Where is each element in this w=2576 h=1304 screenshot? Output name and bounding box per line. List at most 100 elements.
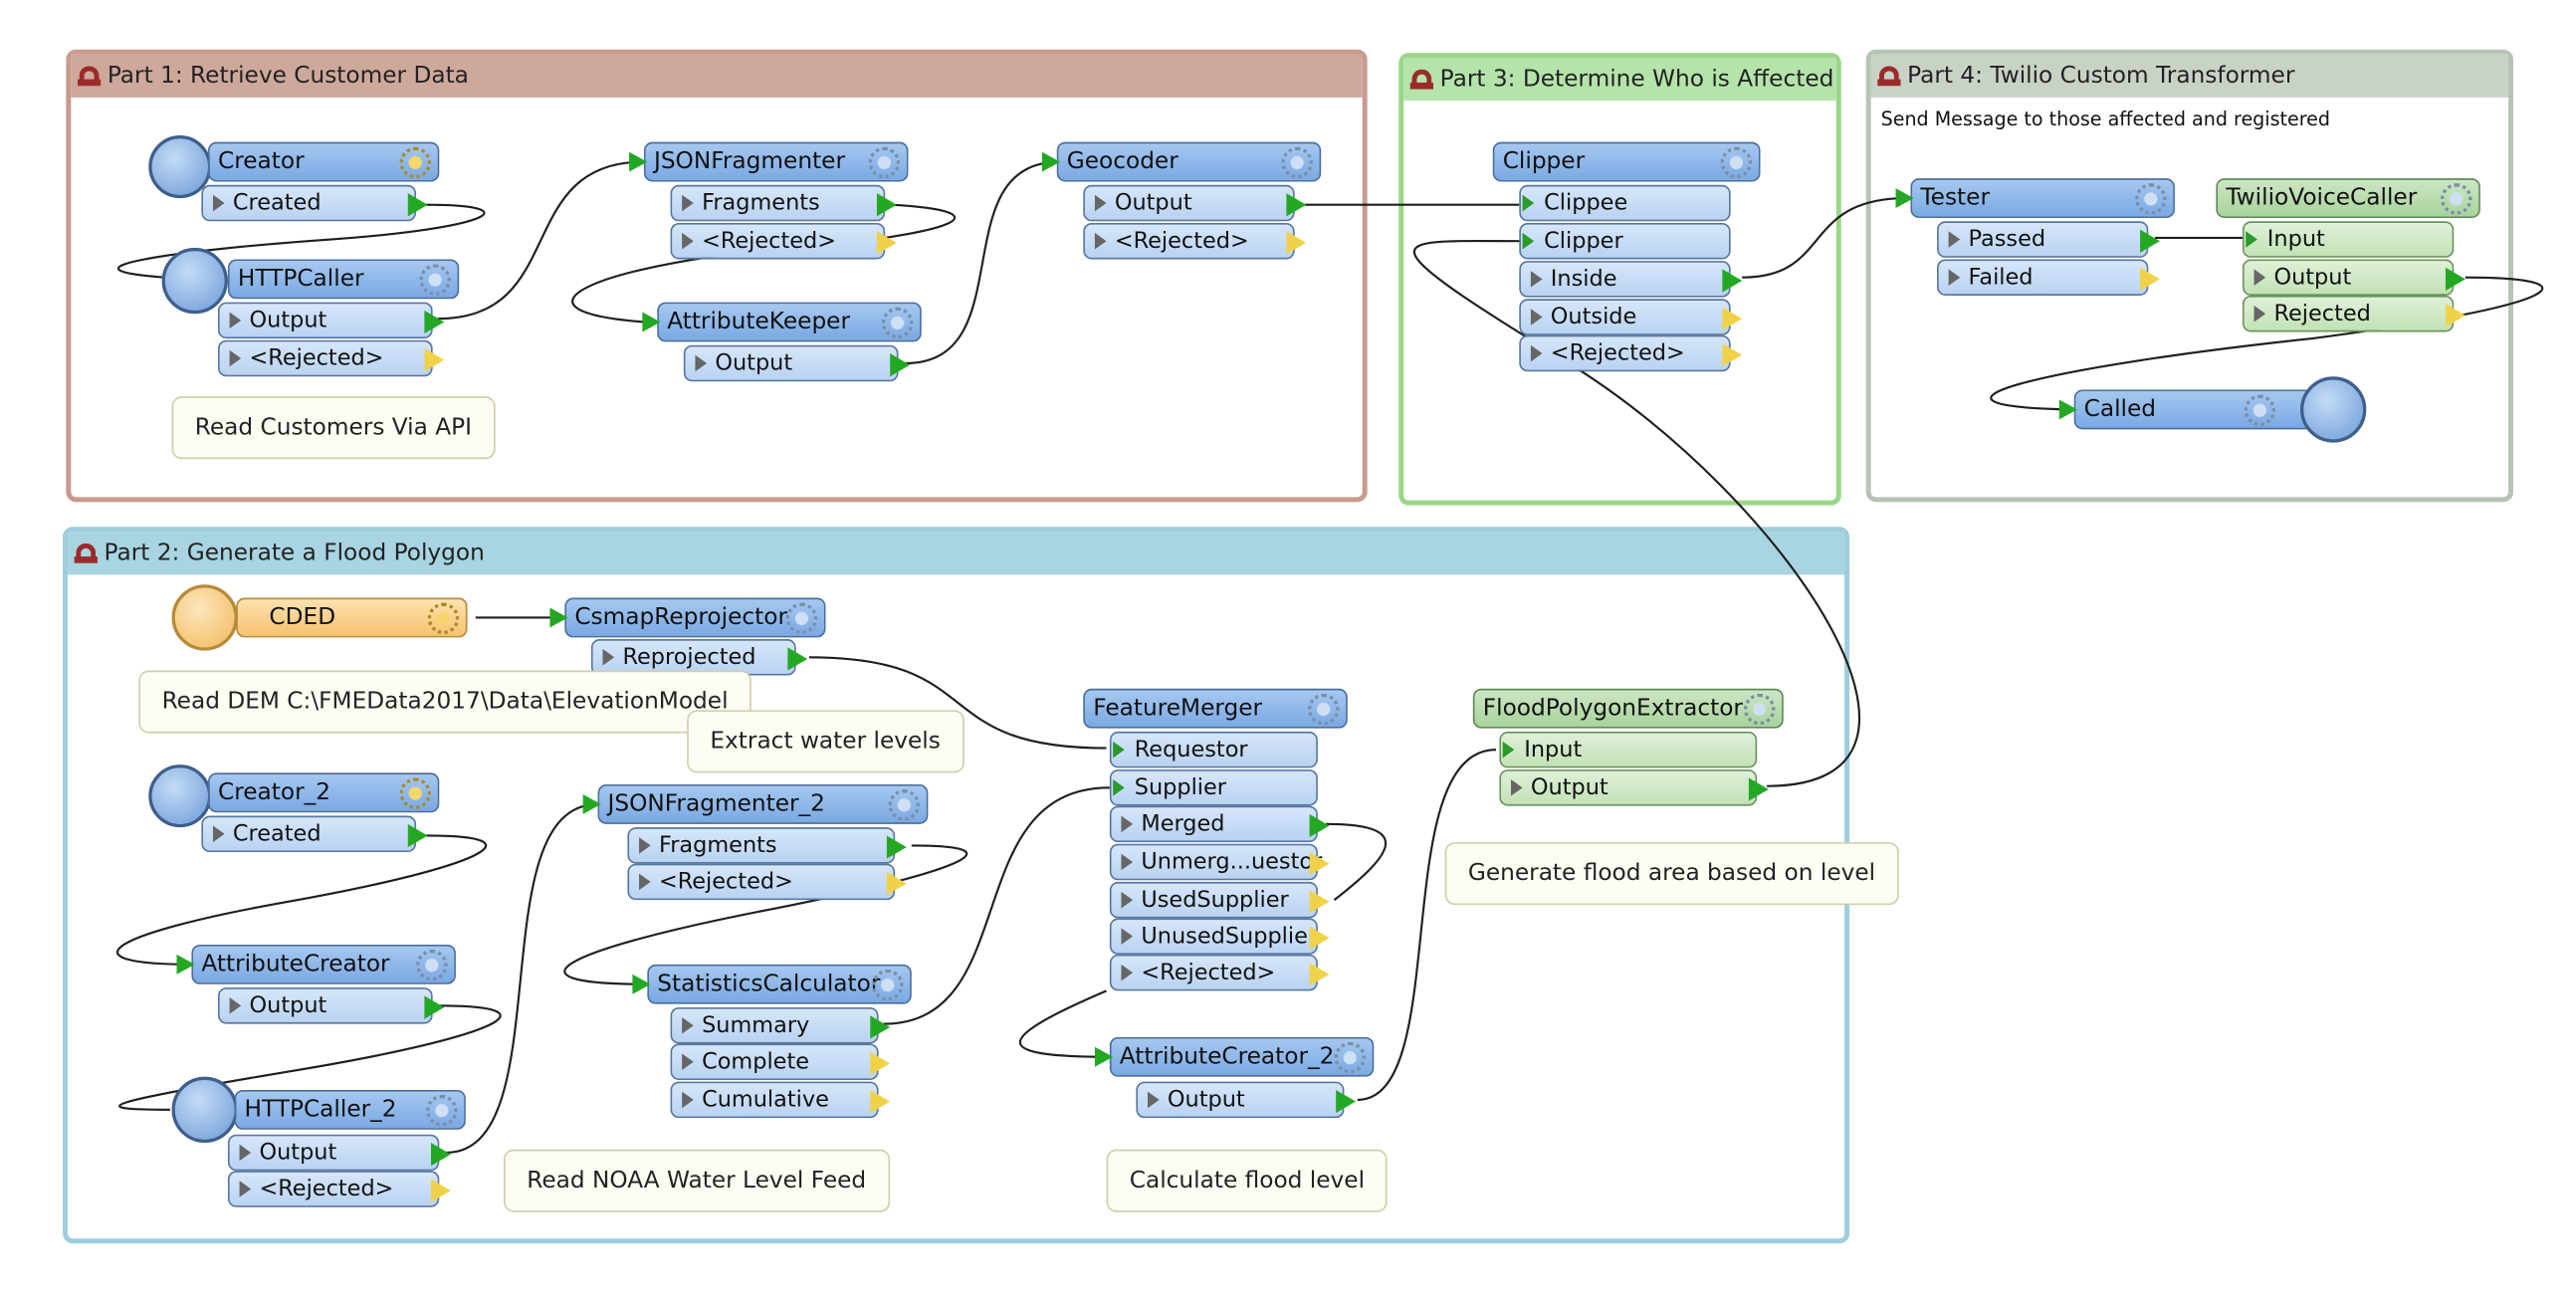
gear-icon[interactable] (426, 1094, 458, 1127)
output-port-passed[interactable]: Passed (1937, 221, 2160, 258)
output-arrow-icon[interactable] (407, 823, 428, 848)
gear-icon[interactable] (1743, 693, 1776, 726)
output-arrow-icon[interactable] (2140, 229, 2160, 253)
bookmark-header[interactable]: Part 2: Generate a Flood Polygon (68, 532, 1845, 575)
bookmark-part2[interactable]: Part 2: Generate a Flood Polygon (63, 527, 1850, 1244)
input-port-supplier[interactable]: Supplier (1109, 769, 1318, 806)
gear-icon[interactable] (2244, 394, 2276, 427)
annotation-extract-water[interactable]: Extract water levels (687, 710, 965, 773)
httpcaller2-transformer[interactable]: HTTPCaller_2 (234, 1089, 466, 1130)
output-port-rejected[interactable]: <Rejected> (1109, 954, 1330, 991)
rejected-arrow-icon[interactable] (870, 1089, 891, 1114)
rejected-arrow-icon[interactable] (424, 348, 445, 372)
gear-icon[interactable] (416, 949, 448, 981)
gear-icon[interactable] (2441, 183, 2472, 215)
gear-icon[interactable] (868, 146, 901, 179)
output-port-inside[interactable]: Inside (1519, 261, 1743, 298)
output-port-output[interactable]: Output (1083, 184, 1307, 222)
rejected-arrow-icon[interactable] (430, 1179, 451, 1202)
input-port-clipper[interactable]: Clipper (1519, 222, 1731, 260)
rejected-arrow-icon[interactable] (1309, 963, 1330, 986)
rejected-arrow-icon[interactable] (1722, 307, 1743, 330)
magnifier-icon[interactable] (2299, 376, 2367, 443)
gear-icon[interactable] (1281, 146, 1313, 179)
output-arrow-icon[interactable] (424, 995, 445, 1019)
rejected-arrow-icon[interactable] (876, 231, 897, 255)
bookmark-part1[interactable]: Part 1: Retrieve Customer Data (66, 49, 1368, 503)
rejected-arrow-icon[interactable] (2445, 304, 2466, 327)
output-port-output[interactable]: Output (217, 987, 445, 1024)
rejected-arrow-icon[interactable] (1309, 890, 1330, 914)
jsonfragmenter-transformer[interactable]: JSONFragmenter (629, 141, 909, 182)
output-port-output[interactable]: Output (227, 1134, 451, 1172)
gear-icon[interactable] (419, 264, 451, 296)
output-port-rejected[interactable]: <Rejected> (217, 339, 445, 377)
gear-icon[interactable] (2135, 183, 2167, 215)
output-port-unmerged[interactable]: Unmerg...uestor (1109, 843, 1330, 881)
output-arrow-icon[interactable] (876, 193, 897, 217)
output-port-created[interactable]: Created (201, 184, 428, 222)
creator-icon[interactable] (148, 764, 212, 828)
output-arrow-icon[interactable] (407, 193, 428, 217)
gear-icon[interactable] (785, 602, 818, 635)
statisticscalculator-transformer[interactable]: StatisticsCalculator (632, 964, 912, 1004)
output-arrow-icon[interactable] (1336, 1089, 1357, 1114)
called-inspector[interactable]: Called (2058, 389, 2314, 430)
output-arrow-icon[interactable] (424, 310, 445, 334)
rejected-arrow-icon[interactable] (2140, 267, 2160, 291)
output-arrow-icon[interactable] (890, 353, 911, 377)
cded-reader[interactable]: CDED (236, 597, 468, 638)
output-arrow-icon[interactable] (1748, 777, 1769, 801)
rejected-arrow-icon[interactable] (870, 1051, 891, 1076)
output-port-cumulative[interactable]: Cumulative (670, 1081, 891, 1119)
annotation-gen-flood[interactable]: Generate flood area based on level (1444, 842, 1899, 906)
annotation-read-customers[interactable]: Read Customers Via API (171, 396, 496, 460)
gear-icon[interactable] (1334, 1041, 1366, 1074)
annotation-calc-flood[interactable]: Calculate flood level (1106, 1149, 1389, 1212)
gear-icon[interactable] (399, 146, 431, 179)
output-arrow-icon[interactable] (430, 1143, 451, 1167)
rejected-arrow-icon[interactable] (1286, 231, 1307, 255)
input-port-requestor[interactable]: Requestor (1109, 731, 1318, 768)
gear-icon[interactable] (427, 602, 460, 635)
annotation-read-dem[interactable]: Read DEM C:\FMEData2017\Data\ElevationMo… (138, 670, 751, 734)
creator2-transformer[interactable]: Creator_2 (208, 772, 440, 813)
input-port-clippee[interactable]: Clippee (1519, 184, 1731, 222)
table-reader-icon[interactable] (171, 584, 238, 651)
output-port-fragments[interactable]: Fragments (670, 184, 897, 222)
output-arrow-icon[interactable] (886, 835, 907, 859)
output-port-reprojected[interactable]: Reprojected (590, 639, 808, 676)
output-port-summary[interactable]: Summary (670, 1006, 891, 1044)
creator-transformer[interactable]: Creator (208, 141, 440, 182)
output-arrow-icon[interactable] (1309, 813, 1330, 838)
output-port-outside[interactable]: Outside (1519, 299, 1743, 335)
bookmark-part3[interactable]: Part 3: Determine Who is Affected (1398, 53, 1841, 506)
gear-icon[interactable] (888, 789, 921, 821)
gear-icon[interactable] (1720, 146, 1753, 179)
featuremerger-transformer[interactable]: FeatureMerger (1083, 688, 1348, 729)
output-port-fragments[interactable]: Fragments (627, 827, 907, 864)
gear-icon[interactable] (871, 969, 904, 1001)
output-port-output[interactable]: Output (217, 302, 445, 339)
rejected-arrow-icon[interactable] (1309, 852, 1330, 876)
output-port-usedsupplier[interactable]: UsedSupplier (1109, 881, 1330, 919)
output-port-rejected[interactable]: Rejected (2242, 295, 2466, 332)
input-port-input[interactable]: Input (1499, 731, 1758, 768)
output-port-created[interactable]: Created (201, 815, 428, 853)
annotation-read-noaa[interactable]: Read NOAA Water Level Feed (503, 1149, 890, 1212)
rejected-arrow-icon[interactable] (1309, 926, 1330, 950)
output-port-rejected[interactable]: <Rejected> (1083, 222, 1307, 260)
input-port-input[interactable]: Input (2242, 221, 2455, 258)
output-arrow-icon[interactable] (870, 1015, 891, 1039)
bookmark-part4[interactable]: Part 4: Twilio Custom Transformer Send M… (1865, 49, 2513, 503)
gear-icon[interactable] (1307, 693, 1340, 726)
gear-icon[interactable] (881, 307, 914, 339)
output-port-rejected[interactable]: <Rejected> (670, 222, 897, 260)
output-port-output[interactable]: Output (1136, 1081, 1357, 1119)
bookmark-header[interactable]: Part 3: Determine Who is Affected (1403, 58, 1836, 102)
output-port-rejected[interactable]: <Rejected> (1519, 334, 1743, 372)
attributecreator-transformer[interactable]: AttributeCreator (176, 944, 456, 984)
bookmark-header[interactable]: Part 1: Retrieve Customer Data (71, 54, 1363, 98)
output-arrow-icon[interactable] (1286, 193, 1307, 217)
